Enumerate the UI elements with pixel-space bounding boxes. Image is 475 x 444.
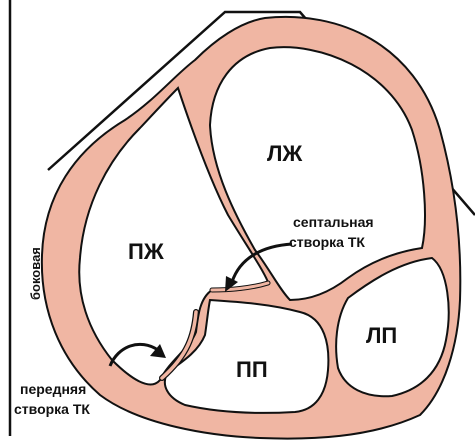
label-rv: ПЖ xyxy=(128,239,164,264)
label-anterior-leaflet-line1: передняя xyxy=(20,381,86,397)
label-lv: ЛЖ xyxy=(267,141,302,166)
label-ra: ПП xyxy=(236,357,268,382)
label-septal-leaflet-line1: септальная xyxy=(293,214,374,230)
label-anterior-leaflet-line2: створка ТК xyxy=(14,401,90,417)
label-lateral-wall: боковая xyxy=(28,247,43,300)
label-la: ЛП xyxy=(366,323,397,348)
label-septal-leaflet-line2: створка ТК xyxy=(289,234,365,250)
